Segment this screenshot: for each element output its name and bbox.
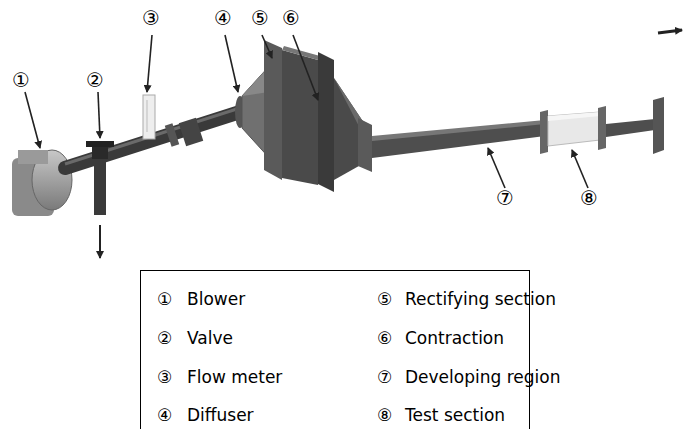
legend-number: ⑦: [377, 369, 392, 386]
callout-number: ⑤: [251, 8, 269, 28]
legend-name: Diffuser: [187, 407, 254, 424]
legend-number: ⑥: [377, 330, 392, 347]
callout-number: ⑧: [580, 188, 598, 208]
legend-number: ①: [157, 291, 172, 308]
legend-number: ⑧: [377, 407, 392, 424]
flow-meter: [143, 95, 155, 139]
callout-number: ⑥: [282, 8, 300, 28]
valve: [86, 141, 114, 258]
developing-region: [372, 120, 545, 158]
callout-number: ②: [86, 70, 104, 90]
legend-number: ⑤: [377, 291, 392, 308]
legend-name: Flow meter: [187, 369, 282, 386]
legend-name: Valve: [187, 330, 233, 347]
legend-number: ④: [157, 407, 172, 424]
test-section: [540, 106, 606, 154]
legend-name: Rectifying section: [405, 291, 556, 308]
legend-name: Blower: [187, 291, 245, 308]
contraction: [334, 78, 372, 180]
exit-duct: [606, 30, 682, 154]
blower: [12, 150, 72, 216]
legend-name: Developing region: [405, 369, 560, 386]
leader-arrows: [25, 35, 588, 188]
callout-number: ⑦: [496, 188, 514, 208]
callout-number: ①: [12, 70, 30, 90]
legend-number: ③: [157, 369, 172, 386]
legend-number: ②: [157, 330, 172, 347]
legend-name: Test section: [405, 407, 505, 424]
callout-number: ④: [214, 8, 232, 28]
rectifying-section: [264, 40, 334, 192]
callout-number: ③: [142, 8, 160, 28]
legend-box: ①Blower⑤Rectifying section②Valve⑥Contrac…: [140, 270, 530, 429]
legend-name: Contraction: [405, 330, 504, 347]
